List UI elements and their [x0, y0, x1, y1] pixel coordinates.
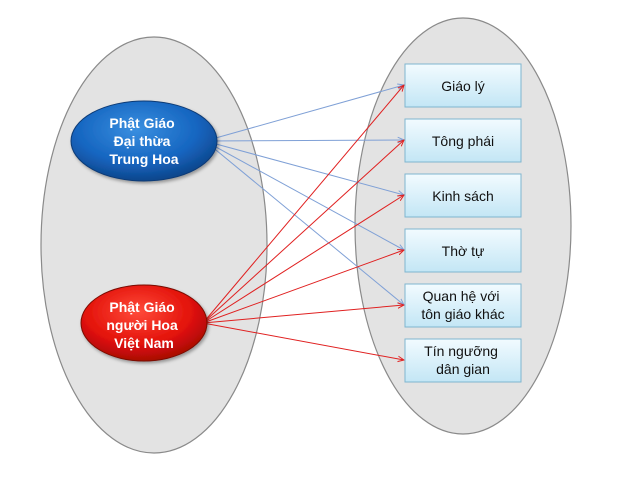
source-label-line: Đại thừa — [114, 133, 171, 149]
arrow-nguoi-hoa-to-tong-phai — [202, 140, 404, 324]
target-box-quan-he: Quan hệ với tôn giáo khác — [404, 283, 522, 328]
arrow-nguoi-hoa-to-quan-he — [202, 305, 404, 324]
source-node-nguoi-hoa — [80, 284, 208, 362]
svg-text:Giáo lý: Giáo lý — [441, 78, 485, 94]
svg-text:Tín ngưỡng dân gian: Tín ngưỡng dân gian — [424, 343, 502, 377]
arrow-nguoi-hoa-to-tin-nguong — [202, 322, 404, 360]
svg-text:Quan hệ với tôn giáo khá: Quan hệ với tôn giáo khác — [421, 288, 504, 322]
target-label-line: tôn giáo khác — [421, 306, 504, 322]
left-container-ellipse — [40, 36, 268, 454]
target-label-line: Kinh sách — [432, 188, 493, 204]
target-box-giao-ly: Giáo lý — [404, 63, 522, 108]
target-box-tong-phai: Tông phái — [404, 118, 522, 163]
target-label-line: dân gian — [436, 361, 490, 377]
source-label-line: Phật Giáo — [109, 115, 174, 131]
arrow-dai-thua-to-quan-he — [204, 140, 404, 305]
source-label-line: Việt Nam — [114, 335, 174, 351]
target-label-line: Giáo lý — [441, 78, 485, 94]
svg-text:Tông phái: Tông phái — [432, 133, 494, 149]
source-label-line: người Hoa — [106, 317, 178, 333]
target-label-line: Thờ tự — [442, 243, 485, 259]
source-node-dai-thua — [70, 100, 218, 182]
source-label-nguoi-hoa: Phật Giáo người Hoa Việt Nam — [106, 299, 181, 351]
arrow-dai-thua-to-kinh-sach — [204, 140, 404, 195]
source-label-dai-thua: Phật Giáo Đại thừa Trung Hoa — [109, 115, 178, 167]
source-label-line: Trung Hoa — [109, 151, 178, 167]
arrow-dai-thua-to-tho-tu — [204, 140, 404, 250]
target-box-kinh-sach: Kinh sách — [404, 173, 522, 218]
target-label-line: Tông phái — [432, 133, 494, 149]
arrow-nguoi-hoa-to-giao-ly — [202, 85, 404, 324]
connection-lines — [202, 85, 404, 360]
target-box-tin-nguong: Tín ngưỡng dân gian — [404, 338, 522, 383]
target-label-line: Quan hệ với — [423, 288, 500, 304]
arrow-dai-thua-to-giao-ly — [204, 85, 404, 142]
svg-text:Kinh sách: Kinh sách — [432, 188, 493, 204]
svg-text:Thờ tự: Thờ tự — [442, 243, 485, 259]
target-box-tho-tu: Thờ tự — [404, 228, 522, 273]
arrow-nguoi-hoa-to-kinh-sach — [202, 195, 404, 324]
target-label-line: Tín ngưỡng — [424, 343, 498, 359]
arrow-nguoi-hoa-to-tho-tu — [202, 250, 404, 324]
arrow-dai-thua-to-tong-phai — [204, 140, 404, 141]
source-label-line: Phật Giáo — [109, 299, 174, 315]
